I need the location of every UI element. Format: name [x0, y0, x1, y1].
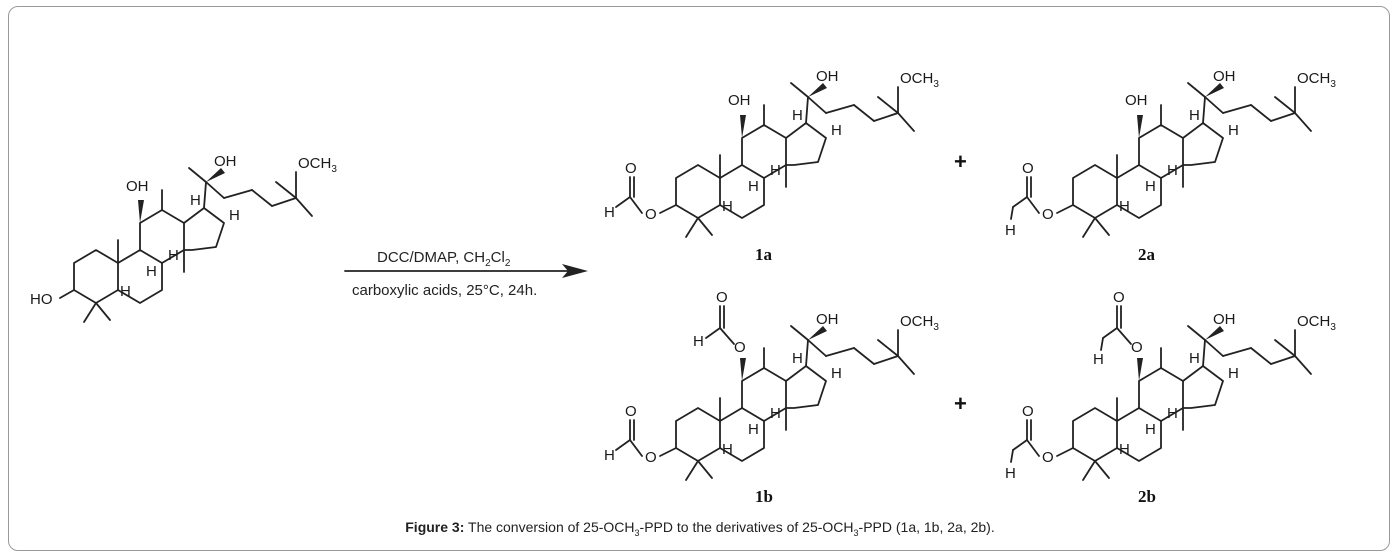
atom-label: H: [1167, 162, 1178, 179]
atom-label: H: [168, 247, 179, 264]
atom-label: H: [748, 421, 759, 438]
reaction-scheme: HO OH OH OCH3 H H H H H DCC/DMAP, CH2Cl2…: [30, 68, 1336, 506]
atom-label: H: [1228, 365, 1239, 382]
compound-label-1a: 1a: [755, 245, 773, 264]
atom-label: OH: [816, 68, 839, 85]
atom-label: OH: [1213, 68, 1236, 85]
figure-caption: Figure 3: The conversion of 25-OCH3-PPD …: [0, 519, 1400, 538]
atom-label: H: [1145, 178, 1156, 195]
atom-label: O: [625, 160, 637, 177]
atom-label: H: [722, 441, 733, 458]
atom-label: H: [1119, 198, 1130, 215]
atom-label: H: [693, 333, 704, 350]
starting-material: HO OH OH OCH3 H H H H H: [30, 153, 337, 323]
atom-label: H: [1005, 465, 1016, 482]
atom-label: H: [770, 405, 781, 422]
atom-label: OCH3: [1297, 313, 1336, 333]
atom-label: H: [792, 350, 803, 367]
atom-label: H: [229, 207, 240, 224]
atom-label: OCH3: [900, 313, 939, 333]
atom-label: O: [625, 403, 637, 420]
atom-label: O: [1042, 206, 1054, 223]
atom-label: H: [1005, 222, 1016, 239]
atom-label: O: [1042, 449, 1054, 466]
figure-label: Figure 3:: [405, 519, 465, 535]
caption-text: The conversion of 25-OCH: [464, 519, 635, 535]
atom-label: H: [1093, 351, 1104, 368]
compound-label-2b: 2b: [1138, 487, 1156, 506]
atom-label: H: [831, 122, 842, 139]
atom-label: H: [604, 447, 615, 464]
atom-label: OCH3: [298, 155, 337, 175]
caption-text: -PPD (1a, 1b, 2a, 2b).: [858, 519, 995, 535]
reaction-arrow: DCC/DMAP, CH2Cl2 carboxylic acids, 25°C,…: [344, 249, 588, 299]
reagent-label: DCC/DMAP, CH2Cl2: [377, 249, 511, 269]
atom-label: H: [120, 283, 131, 300]
compound-label-1b: 1b: [755, 487, 773, 506]
atom-label: OH: [214, 153, 237, 170]
compound-1a: O O H OH OH OCH3 H H H H H: [604, 68, 939, 238]
atom-label: HO: [30, 291, 53, 308]
conditions-label: carboxylic acids, 25°C, 24h.: [352, 282, 537, 299]
atom-label: OH: [1213, 311, 1236, 328]
plus-sign: +: [954, 149, 967, 174]
atom-label: O: [1131, 339, 1143, 356]
atom-label: O: [645, 206, 657, 223]
atom-label: H: [1145, 421, 1156, 438]
plus-sign: +: [954, 391, 967, 416]
atom-label: H: [722, 198, 733, 215]
atom-label: H: [604, 204, 615, 221]
compound-2b: O O H O O H OH OCH3 H H H H H: [1005, 289, 1336, 482]
atom-label: H: [1228, 122, 1239, 139]
atom-label: H: [1167, 405, 1178, 422]
atom-label: O: [1022, 160, 1034, 177]
atom-label: H: [770, 162, 781, 179]
compound-1b: O O H O O H OH OCH3 H H H H H: [604, 289, 939, 481]
caption-text: -PPD to the derivatives of 25-OCH: [639, 519, 854, 535]
atom-label: OCH3: [900, 70, 939, 90]
atom-label: OH: [816, 311, 839, 328]
atom-label: OCH3: [1297, 70, 1336, 90]
atom-label: H: [1189, 107, 1200, 124]
atom-label: H: [1189, 350, 1200, 367]
atom-label: H: [831, 365, 842, 382]
atom-label: O: [1022, 403, 1034, 420]
atom-label: O: [734, 339, 746, 356]
atom-label: OH: [126, 178, 149, 195]
atom-label: H: [190, 192, 201, 209]
caption-subscript: 3: [634, 527, 640, 538]
caption-subscript: 3: [853, 527, 859, 538]
atom-label: H: [792, 107, 803, 124]
atom-label: OH: [728, 92, 751, 109]
atom-label: O: [1113, 289, 1125, 306]
atom-label: OH: [1125, 92, 1148, 109]
compound-label-2a: 2a: [1138, 245, 1156, 264]
atom-label: O: [716, 289, 728, 306]
atom-label: O: [645, 449, 657, 466]
atom-label: H: [146, 263, 157, 280]
atom-label: H: [748, 178, 759, 195]
atom-label: H: [1119, 441, 1130, 458]
compound-2a: O O H OH OH OCH3 H H H H H: [1005, 68, 1336, 239]
